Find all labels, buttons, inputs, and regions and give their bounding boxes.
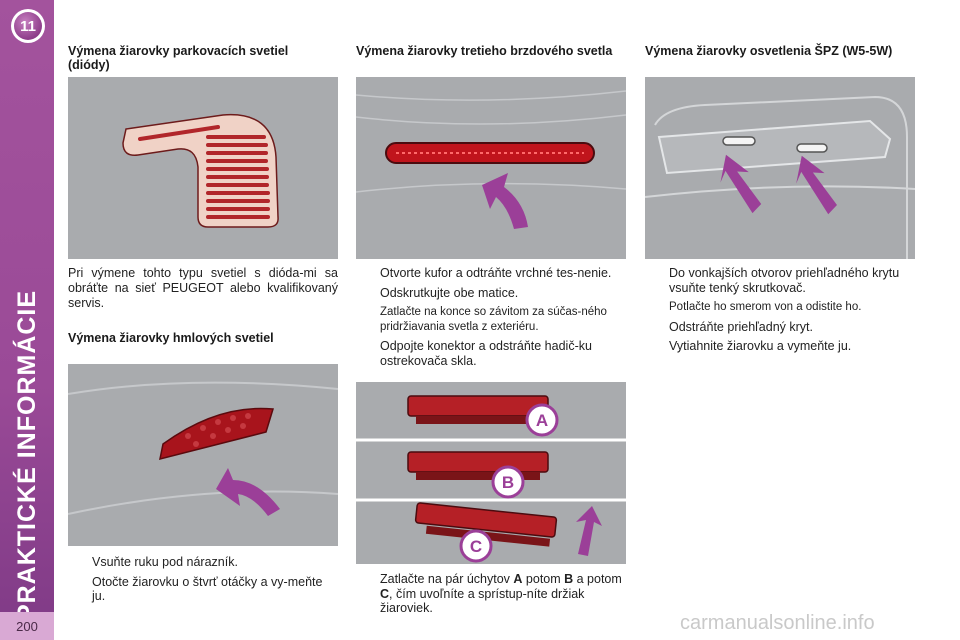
list-item: Vsuňte ruku pod nárazník. [92,555,238,569]
heading-parking-lights: Výmena žiarovky parkovacích svetiel (dió… [68,44,289,72]
image-license-plate-light [645,77,915,259]
list-item: Otočte žiarovku o štvrť otáčky a vy-meňt… [92,574,323,604]
fog-light-steps: Vsuňte ruku pod nárazník. Otočte žiarovk… [68,555,338,609]
list-item: Do vonkajších otvorov priehľadného krytu… [669,266,900,295]
brake-light-steps: Otvorte kufor a odtráňte vrchné tes-neni… [356,266,628,373]
list-item: Otvorte kufor a odtráňte vrchné tes-neni… [380,266,612,280]
label-a: A [536,411,548,430]
heading-license-plate-light: Výmena žiarovky osvetlenia ŠPZ (W5-5W) [645,44,893,58]
label-c: C [470,537,482,556]
chapter-badge: 11 [11,9,45,43]
image-bulb-holder-steps: A B C [356,382,626,564]
list-item: Odstráňte priehľadný kryt. [669,319,813,334]
list-item: Zatlačte na pár úchytov A potom B a poto… [380,572,622,615]
list-item: Potlačte ho smerom von a odistite ho. [669,301,862,313]
list-item: Zatlačte na konce so závitom za súčas-né… [380,306,607,333]
chapter-sidebar: 11 PRAKTICKÉ INFORMÁCIE 200 [0,0,54,640]
section-title-wrap: PRAKTICKÉ INFORMÁCIE [8,289,48,620]
bulb-holder-steps: Zatlačte na pár úchytov A potom B a poto… [356,572,628,621]
parking-lights-text: Pri výmene tohto typu svetiel s dióda-mi… [68,266,338,310]
heading-third-brake-light: Výmena žiarovky tretieho brzdového svetl… [356,44,613,58]
heading-fog-lights: Výmena žiarovky hmlových svetiel [68,331,274,345]
bulb-holder-c: C [414,502,602,563]
page-number: 200 [0,612,54,640]
list-item: Odskrutkujte obe matice. [380,285,519,300]
image-fog-light [68,364,338,546]
list-item: Odpojte konektor a odstráňte hadič-ku os… [380,339,592,368]
license-plate-steps: Do vonkajších otvorov priehľadného krytu… [645,266,917,359]
bulb-holder-b: B [407,451,549,499]
watermark: carmanualsonline.info [680,612,875,634]
image-parking-light [68,77,338,259]
label-b: B [502,473,514,492]
bulb-holder-a: A [407,395,559,437]
section-title: PRAKTICKÉ INFORMÁCIE [13,289,42,621]
chapter-number: 11 [14,12,42,40]
list-item: Vytiahnite žiarovku a vymeňte ju. [669,339,852,353]
image-third-brake-light [356,77,626,259]
